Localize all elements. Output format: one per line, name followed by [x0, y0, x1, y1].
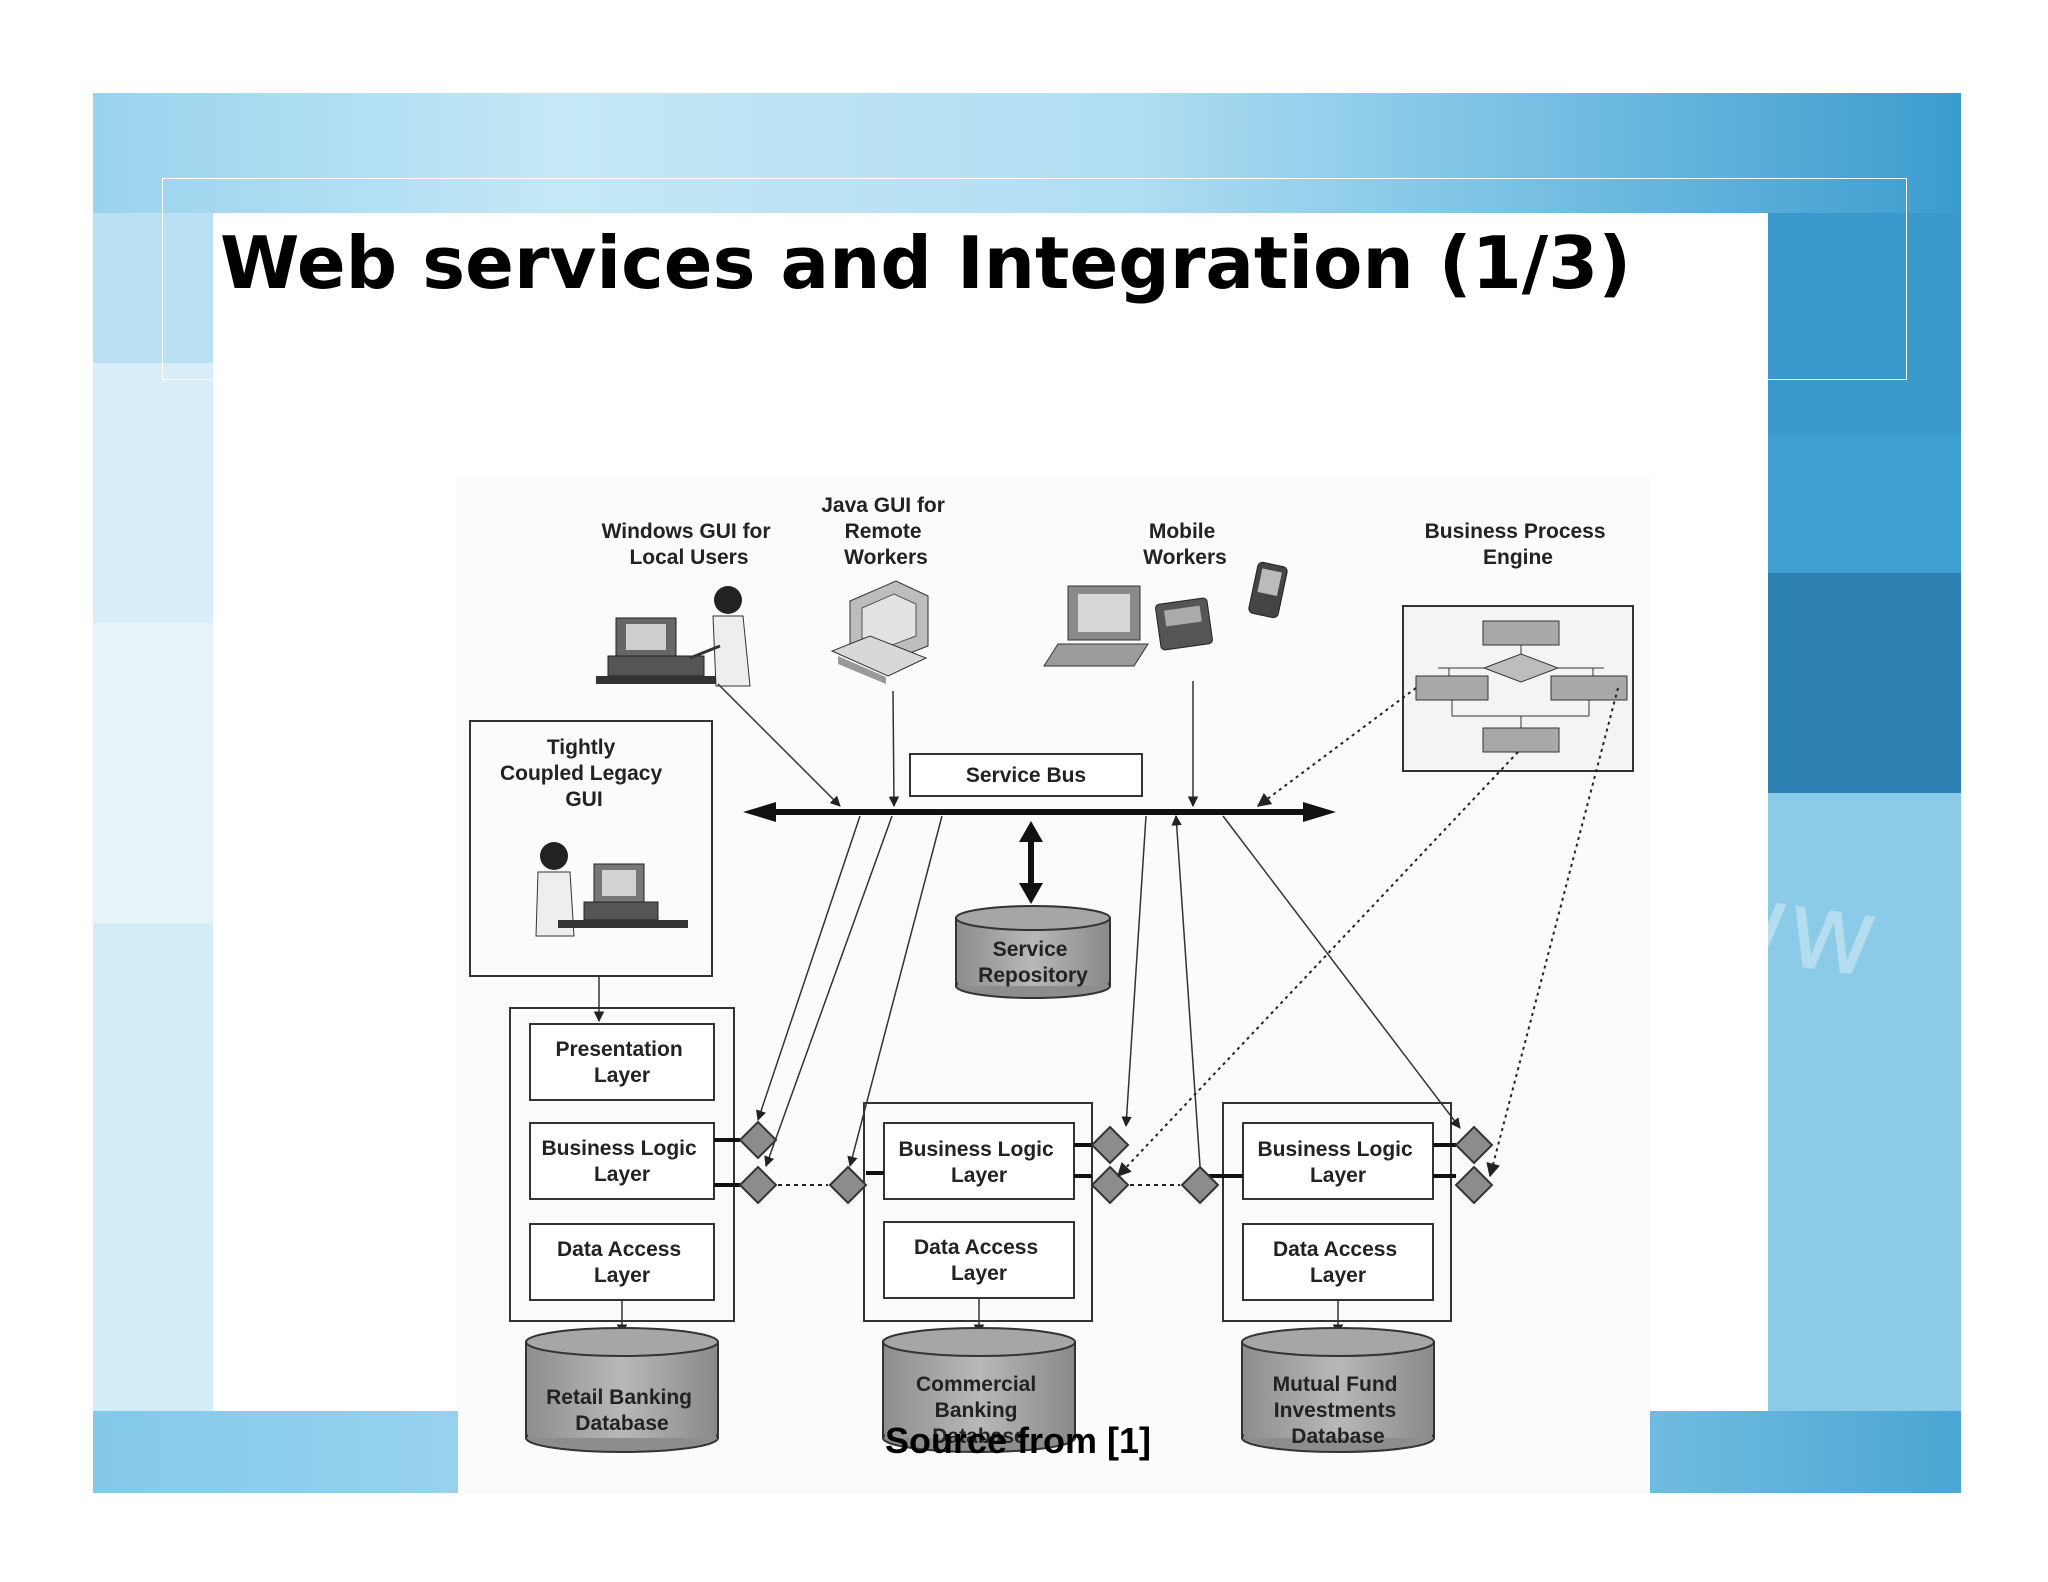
commercial-business-logic-label: Business Logic Layer [898, 1138, 1059, 1187]
bg-tile [1768, 433, 1961, 573]
commercial-stack [863, 1102, 1093, 1322]
top-band [93, 93, 1961, 213]
bg-tile [93, 363, 213, 623]
windows-user-icon [596, 586, 751, 687]
bg-tile [1768, 573, 1961, 793]
bpe-label: Business Process Engine [1425, 520, 1612, 569]
commercial-banking-database [882, 1327, 1076, 1453]
retail-banking-database [525, 1327, 719, 1453]
mobile-workers-label: Mobile Workers [1143, 520, 1227, 569]
mutual-data-access-label: Data Access Layer [1273, 1238, 1403, 1287]
mutual-business-logic-label: Business Logic Layer [1257, 1138, 1418, 1187]
bg-tile [1768, 793, 1961, 1411]
service-bus-box [909, 753, 1143, 797]
commercial-data-access-label: Data Access Layer [914, 1236, 1044, 1285]
mutual-fund-database-label: Mutual Fund Investments Database [1273, 1373, 1404, 1448]
commercial-banking-database-label: Commercial Banking Database [916, 1373, 1042, 1448]
business-process-engine-box [1402, 605, 1634, 772]
bg-tile [93, 213, 213, 363]
title-frame [162, 178, 1907, 380]
bg-tile [93, 623, 213, 923]
bus-to-stack-arrows [756, 814, 1461, 1168]
retail-presentation-label: Presentation Layer [555, 1038, 688, 1087]
legacy-gui-box [469, 720, 713, 977]
slide-background: http://www Web services and Integration … [93, 93, 1961, 1493]
service-bus-label: Service Bus [966, 764, 1086, 787]
legacy-gui-label: Tightly Coupled Legacy GUI [500, 736, 668, 811]
service-repository-cylinder [955, 905, 1111, 999]
slide-title: Web services and Integration (1/3) [220, 221, 1632, 305]
mutual-stack [1222, 1102, 1452, 1322]
windows-gui-label: Windows GUI for Local Users [602, 520, 777, 569]
architecture-diagram: Windows GUI for Local Users Java GUI for… [458, 476, 1650, 1493]
retail-stack [509, 1007, 735, 1322]
source-footer: Source from [1] [884, 1420, 1152, 1461]
java-gui-label: Java GUI for Remote Workers [821, 494, 951, 569]
java-workstation-icon [830, 580, 929, 684]
service-interface-diamonds [738, 1120, 1494, 1205]
bus-repository-arrow [1019, 821, 1043, 904]
diagram-svg: Windows GUI for Local Users Java GUI for… [469, 494, 1634, 1453]
mobile-devices-icon [1043, 561, 1288, 667]
service-bus-line [743, 802, 1336, 822]
bpe-dotted-arrows [1117, 687, 1619, 1178]
client-to-bus-arrows [593, 681, 1199, 1023]
mutual-fund-database [1241, 1327, 1435, 1453]
service-repository-label: Service Repository [978, 938, 1088, 987]
retail-banking-database-label: Retail Banking Database [546, 1386, 698, 1435]
retail-business-logic-label: Business Logic Layer [541, 1137, 702, 1186]
bg-tile [1768, 213, 1961, 433]
bg-tile [93, 923, 213, 1411]
retail-data-access-label: Data Access Layer [557, 1238, 687, 1287]
